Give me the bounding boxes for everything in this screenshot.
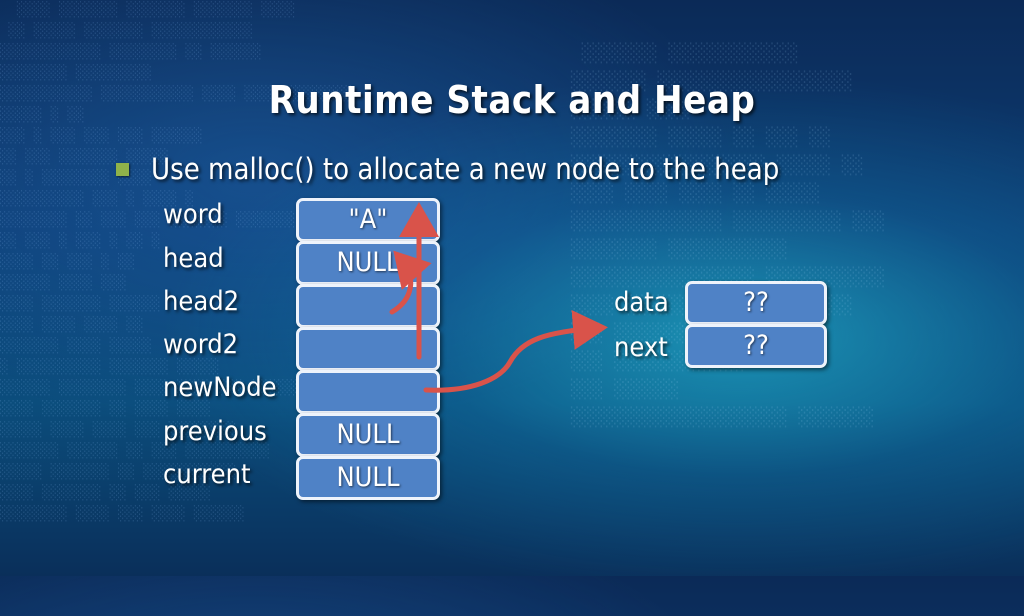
stack-label-newnode: newNode: [163, 372, 277, 403]
heap-label-next: next: [614, 332, 668, 363]
bullet-text: Use malloc() to allocate a new node to t…: [151, 152, 780, 186]
arrow-newnode-to-heap: [423, 309, 608, 393]
stack-cell-head: NULL: [296, 241, 440, 285]
stack-cell-previous: NULL: [296, 413, 440, 457]
bullet-square-icon: [116, 162, 129, 176]
slide-title: Runtime Stack and Heap: [268, 78, 756, 122]
heap-label-data: data: [614, 287, 669, 318]
stack-cell-newnode: [296, 370, 440, 414]
bullet-point: Use malloc() to allocate a new node to t…: [116, 152, 779, 186]
stack-cell-current: NULL: [296, 456, 440, 500]
stack-label-head: head: [163, 243, 224, 274]
heap-cell-next: ??: [685, 324, 827, 368]
heap-cell-data: ??: [685, 281, 827, 325]
stack-label-word2: word2: [163, 329, 239, 360]
stack-cell-word: "A": [296, 198, 440, 242]
stack-label-previous: previous: [163, 416, 267, 447]
stack-label-head2: head2: [163, 286, 240, 317]
stack-cell-word2: [296, 327, 440, 371]
stack-label-word: word: [163, 199, 223, 230]
stack-cell-head2: [296, 284, 440, 328]
stack-label-current: current: [163, 459, 251, 490]
